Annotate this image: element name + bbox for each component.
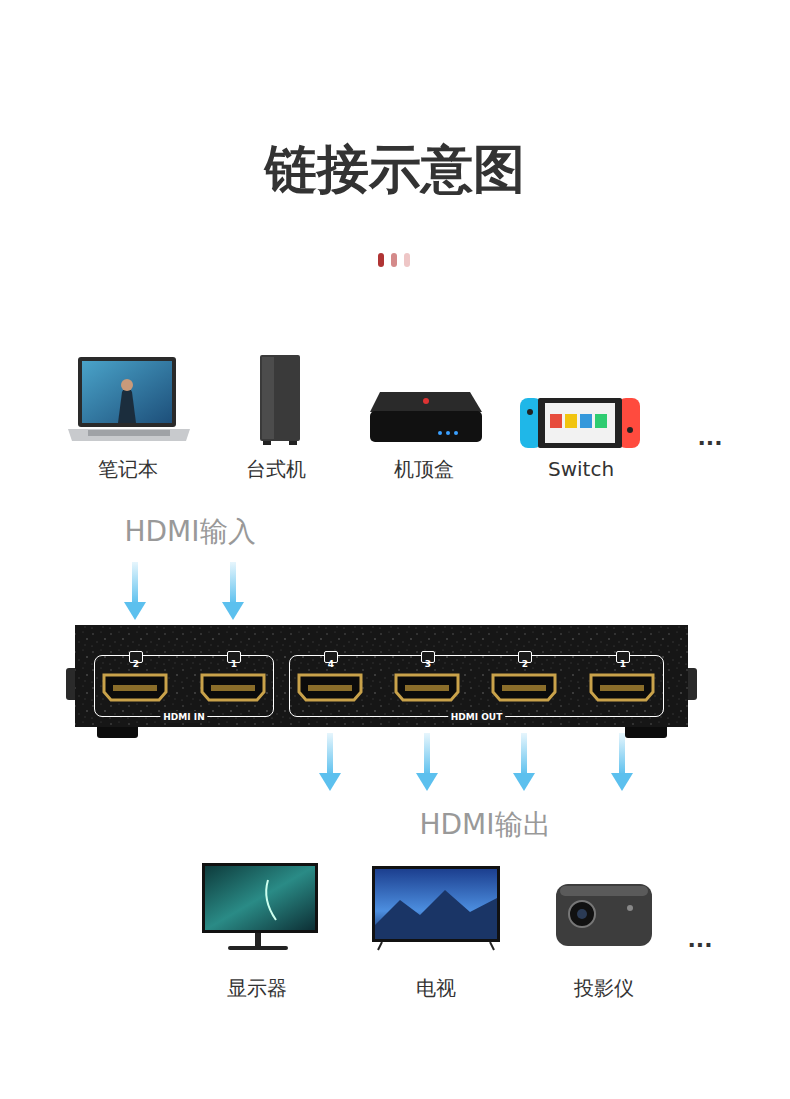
arrows-in [124, 562, 244, 620]
device-label: 显示器 [227, 976, 287, 1000]
projector-top [560, 886, 648, 896]
tower-front [262, 357, 274, 439]
tile [565, 414, 577, 428]
switch-console-icon [520, 398, 640, 448]
hdmi-port [104, 675, 166, 700]
dot [404, 253, 410, 267]
tower-foot [263, 441, 271, 445]
dot [391, 253, 397, 267]
projector-sensor [627, 905, 633, 911]
hdmi-port [396, 675, 458, 700]
arrows-out [319, 733, 633, 791]
tile [580, 414, 592, 428]
box-top [370, 392, 482, 412]
section-label: HDMI输出 [419, 808, 550, 842]
section-label: HDMI输入 [124, 515, 255, 549]
box-led [438, 431, 442, 435]
hdmi-port [493, 675, 555, 700]
tile [550, 414, 562, 428]
box-led [454, 431, 458, 435]
laptop-keys [88, 430, 170, 436]
monitor-base [228, 946, 288, 950]
desktop-icon [260, 355, 300, 445]
projector-lens [569, 901, 595, 927]
device-label: 台式机 [246, 457, 306, 481]
hdmi-port [202, 675, 264, 700]
tv-foot [378, 942, 382, 950]
hdmi-port [591, 675, 653, 700]
output-arrow [416, 733, 438, 791]
projector-lens-core [577, 909, 587, 919]
laptop-bezel [78, 357, 176, 427]
port-number-text: 2 [133, 659, 139, 669]
monitor-icon [202, 863, 318, 950]
output-arrow [319, 733, 341, 791]
tv-screen [375, 869, 497, 939]
title-dots [378, 253, 410, 267]
port-number-text: 2 [522, 659, 528, 669]
more-dots: ··· [697, 430, 722, 456]
box-logo [423, 398, 429, 404]
port-number: 3 [421, 651, 435, 663]
output-arrow [611, 733, 633, 791]
tv-icon [372, 866, 500, 950]
port-number: 2 [129, 651, 143, 663]
settop-box-icon [370, 392, 482, 442]
stick [627, 427, 633, 433]
tv-foot [490, 942, 494, 950]
stick [527, 409, 533, 415]
monitor-stand [255, 933, 261, 947]
input-arrow [124, 562, 146, 620]
tv-frame [372, 866, 500, 942]
housing [75, 625, 688, 727]
port-number-text: 1 [231, 659, 237, 669]
more-dots: ··· [687, 932, 712, 958]
output-arrow [513, 733, 535, 791]
laptop-figure [121, 379, 133, 391]
projector-body [556, 884, 652, 946]
box-led [446, 431, 450, 435]
port-number: 1 [227, 651, 241, 663]
device-label: 电视 [416, 976, 456, 1000]
device-label: 笔记本 [98, 457, 158, 481]
laptop-screen [82, 361, 172, 423]
dot [378, 253, 384, 267]
projector-icon [556, 884, 652, 946]
laptop-figure [118, 387, 136, 423]
port-number: 1 [616, 651, 630, 663]
monitor-frame [202, 863, 318, 933]
laptop-base [68, 429, 190, 441]
tower-foot [289, 441, 297, 445]
device-label: 机顶盒 [394, 457, 454, 481]
console-screen [545, 403, 615, 443]
hdmi-port [299, 675, 361, 700]
port-number-text: 1 [620, 659, 626, 669]
port-number: 4 [324, 651, 338, 663]
monitor-wave [266, 880, 276, 920]
group-label: HDMI OUT [448, 711, 506, 723]
box-front [370, 411, 482, 442]
tile [595, 414, 607, 428]
title: 链接示意图 [0, 138, 790, 200]
hdmi-switcher [66, 625, 697, 738]
input-arrow [222, 562, 244, 620]
tower [260, 355, 300, 441]
device-label: Switch [548, 457, 614, 481]
device-label: 投影仪 [574, 976, 634, 1000]
port-number: 2 [518, 651, 532, 663]
port-number-text: 4 [328, 659, 334, 669]
group-label: HDMI IN [160, 711, 207, 723]
port-group: HDMI IN21 [94, 655, 274, 717]
port-number-text: 3 [425, 659, 431, 669]
monitor-screen [205, 866, 315, 930]
tv-mountains [375, 890, 497, 939]
port-group: HDMI OUT4321 [289, 655, 664, 717]
console-body [538, 398, 622, 448]
laptop-icon [68, 357, 190, 441]
